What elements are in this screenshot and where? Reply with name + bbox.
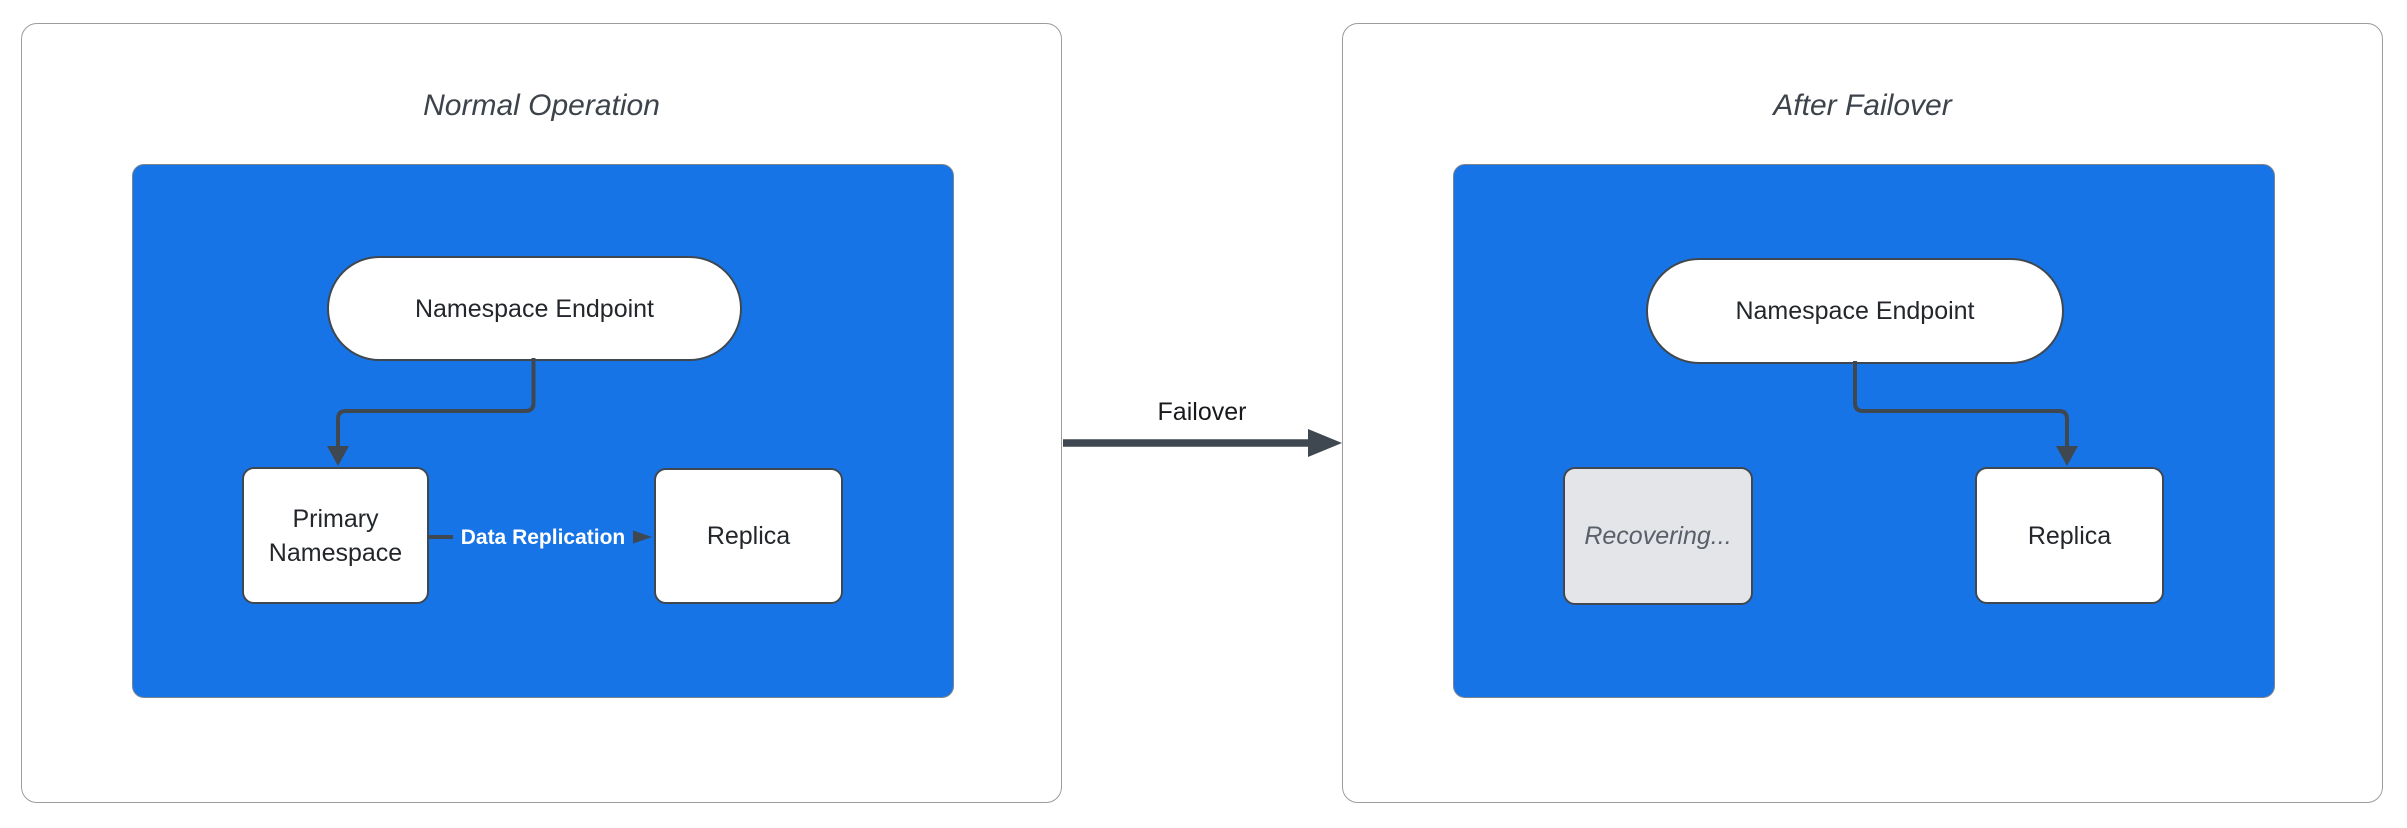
panel-title-after-failover: After Failover	[1773, 89, 1952, 122]
panel-after-failover: After Failover Namespace Endpoint Recove…	[1342, 23, 2383, 803]
cluster-box-normal	[132, 164, 954, 698]
node-label: Replica	[706, 522, 791, 550]
node-label: Primary Namespace	[268, 504, 403, 567]
node-label: Replica	[2027, 521, 2112, 550]
node-label: Namespace Endpoint	[1735, 297, 1975, 325]
node-replica-right: Replica	[1975, 467, 2164, 604]
panel-title-normal-operation: Normal Operation	[423, 89, 660, 122]
node-primary-namespace: Primary Namespace	[242, 467, 429, 604]
node-namespace-endpoint-left: Namespace Endpoint	[327, 256, 742, 361]
node-label: Namespace Endpoint	[414, 294, 655, 323]
node-label: Recovering...	[1584, 522, 1732, 550]
connector-failover	[1063, 429, 1342, 457]
edge-label-failover: Failover	[1157, 398, 1247, 426]
node-namespace-endpoint-right: Namespace Endpoint	[1646, 258, 2064, 364]
edge-label-data-replication-wrap: Data Replication	[433, 520, 653, 554]
panel-normal-operation: Normal Operation Namespace Endpoint Prim…	[21, 23, 1062, 803]
edge-label-data-replication: Data Replication	[452, 521, 634, 553]
cluster-box-failover	[1453, 164, 2275, 698]
right-arrowhead-icon	[1308, 429, 1342, 457]
node-recovering: Recovering...	[1563, 467, 1753, 605]
node-replica-left: Replica	[654, 468, 843, 604]
edge-label-failover-wrap: Failover	[1102, 396, 1302, 428]
